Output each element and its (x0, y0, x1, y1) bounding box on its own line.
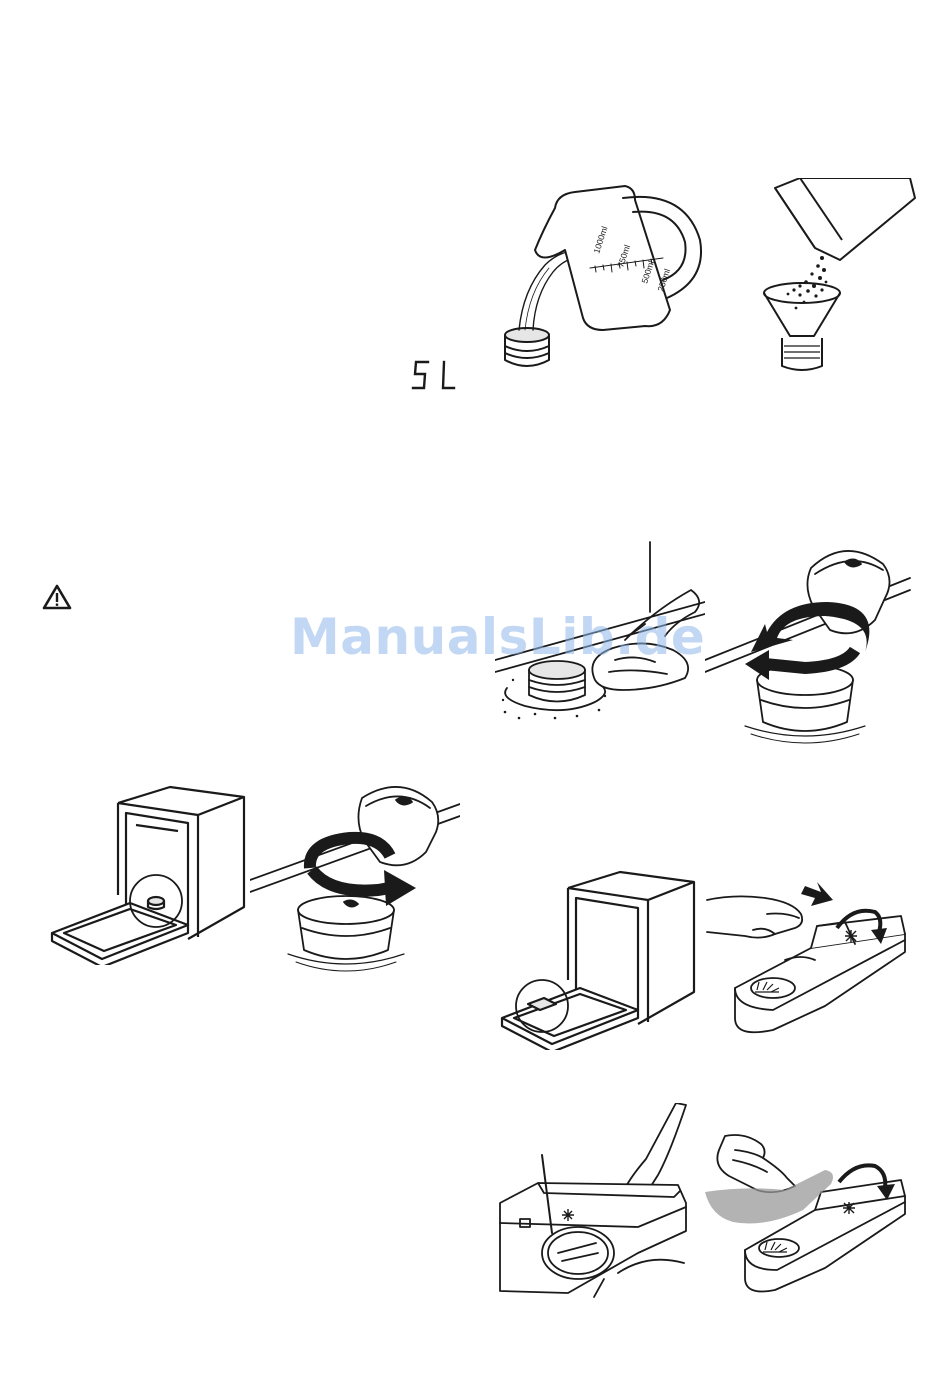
figure-close-salt-cap (705, 540, 915, 745)
snowflake-icon (845, 930, 857, 942)
snowflake-icon (843, 1202, 855, 1214)
salt-logo-icon (845, 559, 861, 566)
figure-fill-rinse-aid (498, 1103, 698, 1303)
figure-open-rinse-aid-lid (705, 878, 910, 1048)
figure-wipe-rinse-aid-close-lid (705, 1130, 910, 1300)
figure-salt-funnel (760, 178, 920, 376)
figure-open-salt-cap (250, 778, 460, 978)
warning-triangle-icon (42, 584, 72, 610)
figure-jug-pouring-water: 1000ml 750ml 500ml 250ml (495, 180, 710, 380)
figure-dishwasher-rinse-aid-location (498, 870, 698, 1050)
arrow-icon (801, 882, 833, 906)
watermark: ManualsLib.de (290, 608, 705, 666)
salt-display-code: 5L (410, 358, 466, 392)
figure-dishwasher-salt-location (48, 785, 248, 965)
